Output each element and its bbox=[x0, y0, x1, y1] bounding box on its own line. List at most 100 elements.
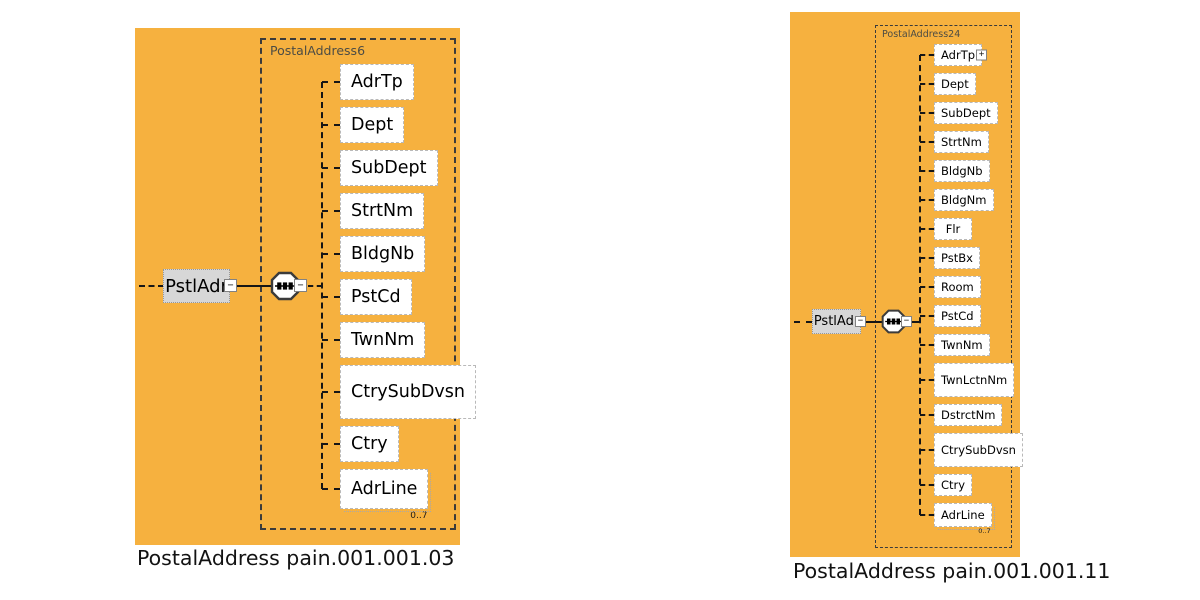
element-box[interactable]: DstrctNm bbox=[934, 404, 1003, 426]
complex-type-name: PostalAddress6 bbox=[270, 43, 366, 58]
element-box[interactable]: Ctry bbox=[934, 474, 973, 496]
child-connector-stub bbox=[322, 391, 340, 393]
child-connector-stub bbox=[920, 170, 934, 172]
child-connector-line bbox=[919, 55, 921, 515]
element-label: TwnLctnNm bbox=[941, 373, 1008, 387]
element-label: BldgNb bbox=[351, 244, 415, 264]
child-row: CtrySubDvsn bbox=[920, 433, 1023, 467]
element-label: PstBx bbox=[941, 251, 973, 265]
collapse-icon[interactable]: − bbox=[224, 279, 237, 292]
root-element-box[interactable]: PstlAdr bbox=[163, 269, 230, 303]
element-box[interactable]: PstCd bbox=[934, 305, 981, 327]
element-label: Flr bbox=[945, 222, 961, 236]
complex-type-frame: PostalAddress24 bbox=[875, 25, 1012, 548]
child-connector-stub bbox=[920, 414, 934, 416]
sequence-collapse-icon[interactable]: − bbox=[901, 316, 912, 327]
child-connector-stub bbox=[322, 253, 340, 255]
element-box[interactable]: CtrySubDvsn bbox=[934, 433, 1023, 467]
element-label: AdrLine bbox=[351, 479, 418, 499]
element-box[interactable]: AdrTp bbox=[340, 64, 414, 100]
element-box[interactable]: Room bbox=[934, 276, 981, 298]
element-box[interactable]: Flr bbox=[934, 218, 972, 240]
child-connector-stub bbox=[322, 81, 340, 83]
element-box[interactable]: Dept bbox=[934, 73, 976, 95]
element-label: AdrTp bbox=[351, 72, 403, 92]
element-label: SubDept bbox=[941, 106, 991, 120]
expand-icon[interactable]: + bbox=[976, 49, 988, 61]
child-connector-stub bbox=[920, 315, 934, 317]
element-box[interactable]: TwnLctnNm bbox=[934, 363, 1015, 397]
element-label: Room bbox=[941, 280, 974, 294]
child-connector-stub bbox=[920, 514, 934, 516]
schema-panel: PostalAddress24 PstlAdr − − AdrTp + bbox=[790, 12, 1023, 557]
sequence-connector-line bbox=[308, 285, 322, 287]
element-box[interactable]: PstBx bbox=[934, 247, 980, 269]
children-list: AdrTp Dept SubDept StrtNm BldgNb bbox=[322, 64, 476, 521]
schema-panel: PostalAddress6 PstlAdr − − AdrTp bbox=[135, 28, 476, 545]
element-box[interactable]: AdrLine 0..7 bbox=[934, 503, 995, 535]
child-connector-stub bbox=[920, 54, 934, 56]
child-row: DstrctNm bbox=[920, 404, 1003, 426]
element-label: DstrctNm bbox=[941, 408, 996, 422]
element-label: PstCd bbox=[351, 287, 401, 307]
child-row: SubDept bbox=[920, 102, 998, 124]
child-connector-stub bbox=[920, 228, 934, 230]
sequence-connector-line bbox=[912, 321, 920, 323]
sequence-icon[interactable] bbox=[270, 271, 300, 301]
child-connector-stub bbox=[920, 449, 934, 451]
element-label: AdrTp bbox=[941, 48, 976, 62]
child-row: Ctry bbox=[920, 474, 973, 496]
child-connector-stub bbox=[322, 296, 340, 298]
element-box[interactable]: Dept bbox=[340, 107, 405, 143]
occurs-label: 0..7 bbox=[410, 511, 428, 521]
child-connector-stub bbox=[920, 379, 934, 381]
child-row: BldgNb bbox=[920, 160, 990, 182]
child-row: PstCd bbox=[920, 305, 981, 327]
element-label: Dept bbox=[941, 77, 969, 91]
child-row: StrtNm bbox=[322, 193, 425, 229]
child-connector-stub bbox=[920, 112, 934, 114]
child-row: PstBx bbox=[920, 247, 980, 269]
element-box[interactable]: AdrLine 0..7 bbox=[340, 469, 432, 521]
incoming-connector-line bbox=[139, 285, 164, 287]
root-element-box[interactable]: PstlAdr bbox=[812, 309, 861, 334]
element-box[interactable]: PstCd bbox=[340, 279, 412, 315]
root-connector-line bbox=[866, 321, 882, 323]
element-box[interactable]: SubDept bbox=[340, 150, 438, 186]
element-box[interactable]: StrtNm bbox=[340, 193, 425, 229]
root-connector-line bbox=[237, 285, 271, 287]
element-box[interactable]: TwnNm bbox=[340, 322, 426, 358]
incoming-connector-line bbox=[794, 321, 812, 323]
element-label: StrtNm bbox=[941, 135, 982, 149]
element-label: CtrySubDvsn bbox=[941, 443, 1016, 457]
element-label: Dept bbox=[351, 115, 394, 135]
child-row: CtrySubDvsn bbox=[322, 365, 476, 419]
children-list: AdrTp + Dept SubDept StrtNm BldgN bbox=[920, 44, 1023, 535]
child-connector-stub bbox=[322, 124, 340, 126]
element-box[interactable]: AdrTp + bbox=[934, 44, 988, 66]
sequence-icon[interactable] bbox=[881, 309, 906, 334]
element-box[interactable]: TwnNm bbox=[934, 334, 990, 356]
child-connector-stub bbox=[322, 443, 340, 445]
child-connector-stub bbox=[920, 344, 934, 346]
child-connector-stub bbox=[322, 210, 340, 212]
element-box[interactable]: BldgNb bbox=[340, 236, 426, 272]
element-box[interactable]: BldgNb bbox=[934, 160, 990, 182]
child-row: StrtNm bbox=[920, 131, 989, 153]
element-label: BldgNb bbox=[941, 164, 983, 178]
sequence-collapse-icon[interactable]: − bbox=[294, 279, 307, 292]
collapse-icon[interactable]: − bbox=[855, 316, 866, 327]
element-label: TwnNm bbox=[351, 330, 415, 350]
element-box[interactable]: SubDept bbox=[934, 102, 998, 124]
element-label: TwnNm bbox=[941, 338, 983, 352]
element-box[interactable]: Ctry bbox=[340, 426, 399, 462]
diagram-caption: PostalAddress pain.001.001.11 bbox=[793, 559, 1111, 583]
child-connector-stub bbox=[920, 199, 934, 201]
element-box[interactable]: CtrySubDvsn bbox=[340, 365, 476, 419]
element-box[interactable]: BldgNm bbox=[934, 189, 994, 211]
complex-type-name: PostalAddress24 bbox=[882, 29, 961, 40]
child-row: AdrLine 0..7 bbox=[920, 503, 995, 535]
child-row: Flr bbox=[920, 218, 972, 240]
child-row: AdrTp bbox=[322, 64, 414, 100]
element-box[interactable]: StrtNm bbox=[934, 131, 989, 153]
